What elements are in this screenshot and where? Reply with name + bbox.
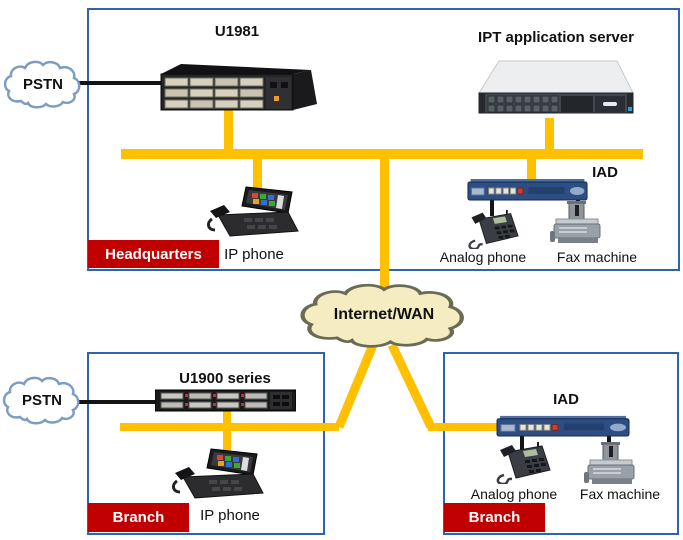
- branch-fax-machine-icon: [583, 441, 639, 488]
- pstn-label: PSTN: [22, 76, 63, 93]
- ipt-server-icon: [471, 55, 641, 121]
- hq-analog-phone-label: Analog phone: [439, 249, 527, 265]
- hq-iad-label: IAD: [592, 164, 618, 181]
- branch-right-badge: Branch: [444, 503, 545, 532]
- wan-to-branch-iad-line: [428, 423, 502, 431]
- u1981-label: U1981: [214, 23, 260, 40]
- branch-analog-phone-icon: [492, 440, 552, 484]
- ip-phone-icon: [204, 185, 304, 238]
- u1900-to-ipphone-line: [223, 406, 231, 456]
- wan-label: Internet/WAN: [333, 306, 435, 323]
- u1981-to-bus-line: [224, 110, 233, 150]
- bus-to-wan-line: [380, 158, 389, 290]
- wan-to-branch-left-diagonal: [334, 343, 378, 429]
- branch-fax-label: Fax machine: [579, 486, 661, 502]
- bus-to-iad-line: [527, 158, 536, 180]
- headquarters-badge: Headquarters: [88, 240, 219, 268]
- branch-ip-phone-label: IP phone: [200, 507, 260, 524]
- branch-right-zone-box: [443, 352, 679, 535]
- hq-iad-icon: [467, 176, 588, 202]
- ipt-server-label: IPT application server: [478, 29, 634, 46]
- pstn-to-u1981-line: [76, 81, 162, 85]
- hq-lan-bus-line: [121, 149, 643, 159]
- branch-pstn-cloud-icon: [1, 374, 83, 426]
- branch-iad-to-analog-line: [520, 436, 524, 450]
- branch-pstn-label: PSTN: [21, 392, 62, 409]
- hq-fax-label: Fax machine: [556, 249, 638, 265]
- hq-iad-to-analog-line: [490, 199, 494, 216]
- branch-left-badge: Branch: [88, 503, 189, 532]
- branch-iad-icon: [496, 413, 630, 438]
- hq-ip-phone-label: IP phone: [224, 246, 284, 263]
- bus-to-ipphone-line: [253, 158, 262, 192]
- branch-iad-label: IAD: [553, 391, 579, 408]
- u1900-label: U1900 series: [179, 370, 271, 387]
- wan-cloud-icon: [296, 280, 472, 350]
- branch-ip-phone-icon: [169, 447, 269, 500]
- u1900-gateway-icon: [155, 388, 296, 413]
- hq-fax-machine-icon: [549, 200, 605, 247]
- branch-analog-phone-label: Analog phone: [470, 486, 558, 502]
- hq-analog-phone-icon: [463, 208, 521, 249]
- server-to-bus-line: [545, 118, 554, 150]
- branch-left-zone-box: [87, 352, 325, 535]
- wan-to-branch-right-diagonal: [387, 343, 436, 429]
- pstn-cloud-icon: [2, 58, 84, 110]
- pstn-to-u1900-line: [74, 400, 160, 404]
- u1981-gateway-icon: [153, 58, 321, 114]
